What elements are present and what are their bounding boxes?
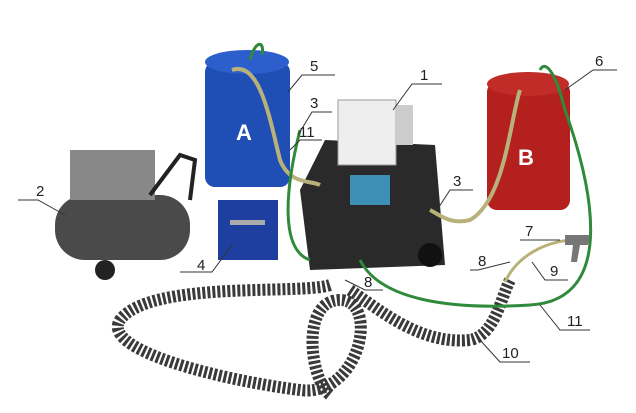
callout-3-b: 3 xyxy=(453,173,461,190)
callout-2: 2 xyxy=(36,183,44,200)
callout-11-b: 11 xyxy=(567,313,583,330)
drum-b: B xyxy=(487,72,570,210)
drum-b-label: B xyxy=(518,145,534,170)
air-compressor xyxy=(55,150,198,280)
callout-9: 9 xyxy=(550,263,558,280)
callout-6: 6 xyxy=(595,53,603,70)
spray-gun-icon xyxy=(565,235,590,262)
callout-5: 5 xyxy=(310,58,318,75)
callout-8-unit: 8 xyxy=(364,274,372,291)
proportioner-unit xyxy=(300,99,445,270)
air-line-green xyxy=(248,42,593,308)
feed-hose-a xyxy=(231,66,321,187)
callout-3-a: 3 xyxy=(310,95,318,112)
callout-8-gun: 8 xyxy=(478,253,486,270)
callout-7: 7 xyxy=(525,223,533,240)
callout-4: 4 xyxy=(197,257,205,274)
leader-lines xyxy=(18,69,617,363)
heated-hose xyxy=(111,277,516,400)
callout-10: 10 xyxy=(502,345,519,362)
callout-1: 1 xyxy=(420,67,428,84)
gun-hoses xyxy=(503,238,576,283)
drum-a: A xyxy=(205,50,290,187)
feed-hose-b xyxy=(429,89,522,224)
callout-11-a: 11 xyxy=(299,124,315,141)
drum-a-label: A xyxy=(236,120,252,145)
